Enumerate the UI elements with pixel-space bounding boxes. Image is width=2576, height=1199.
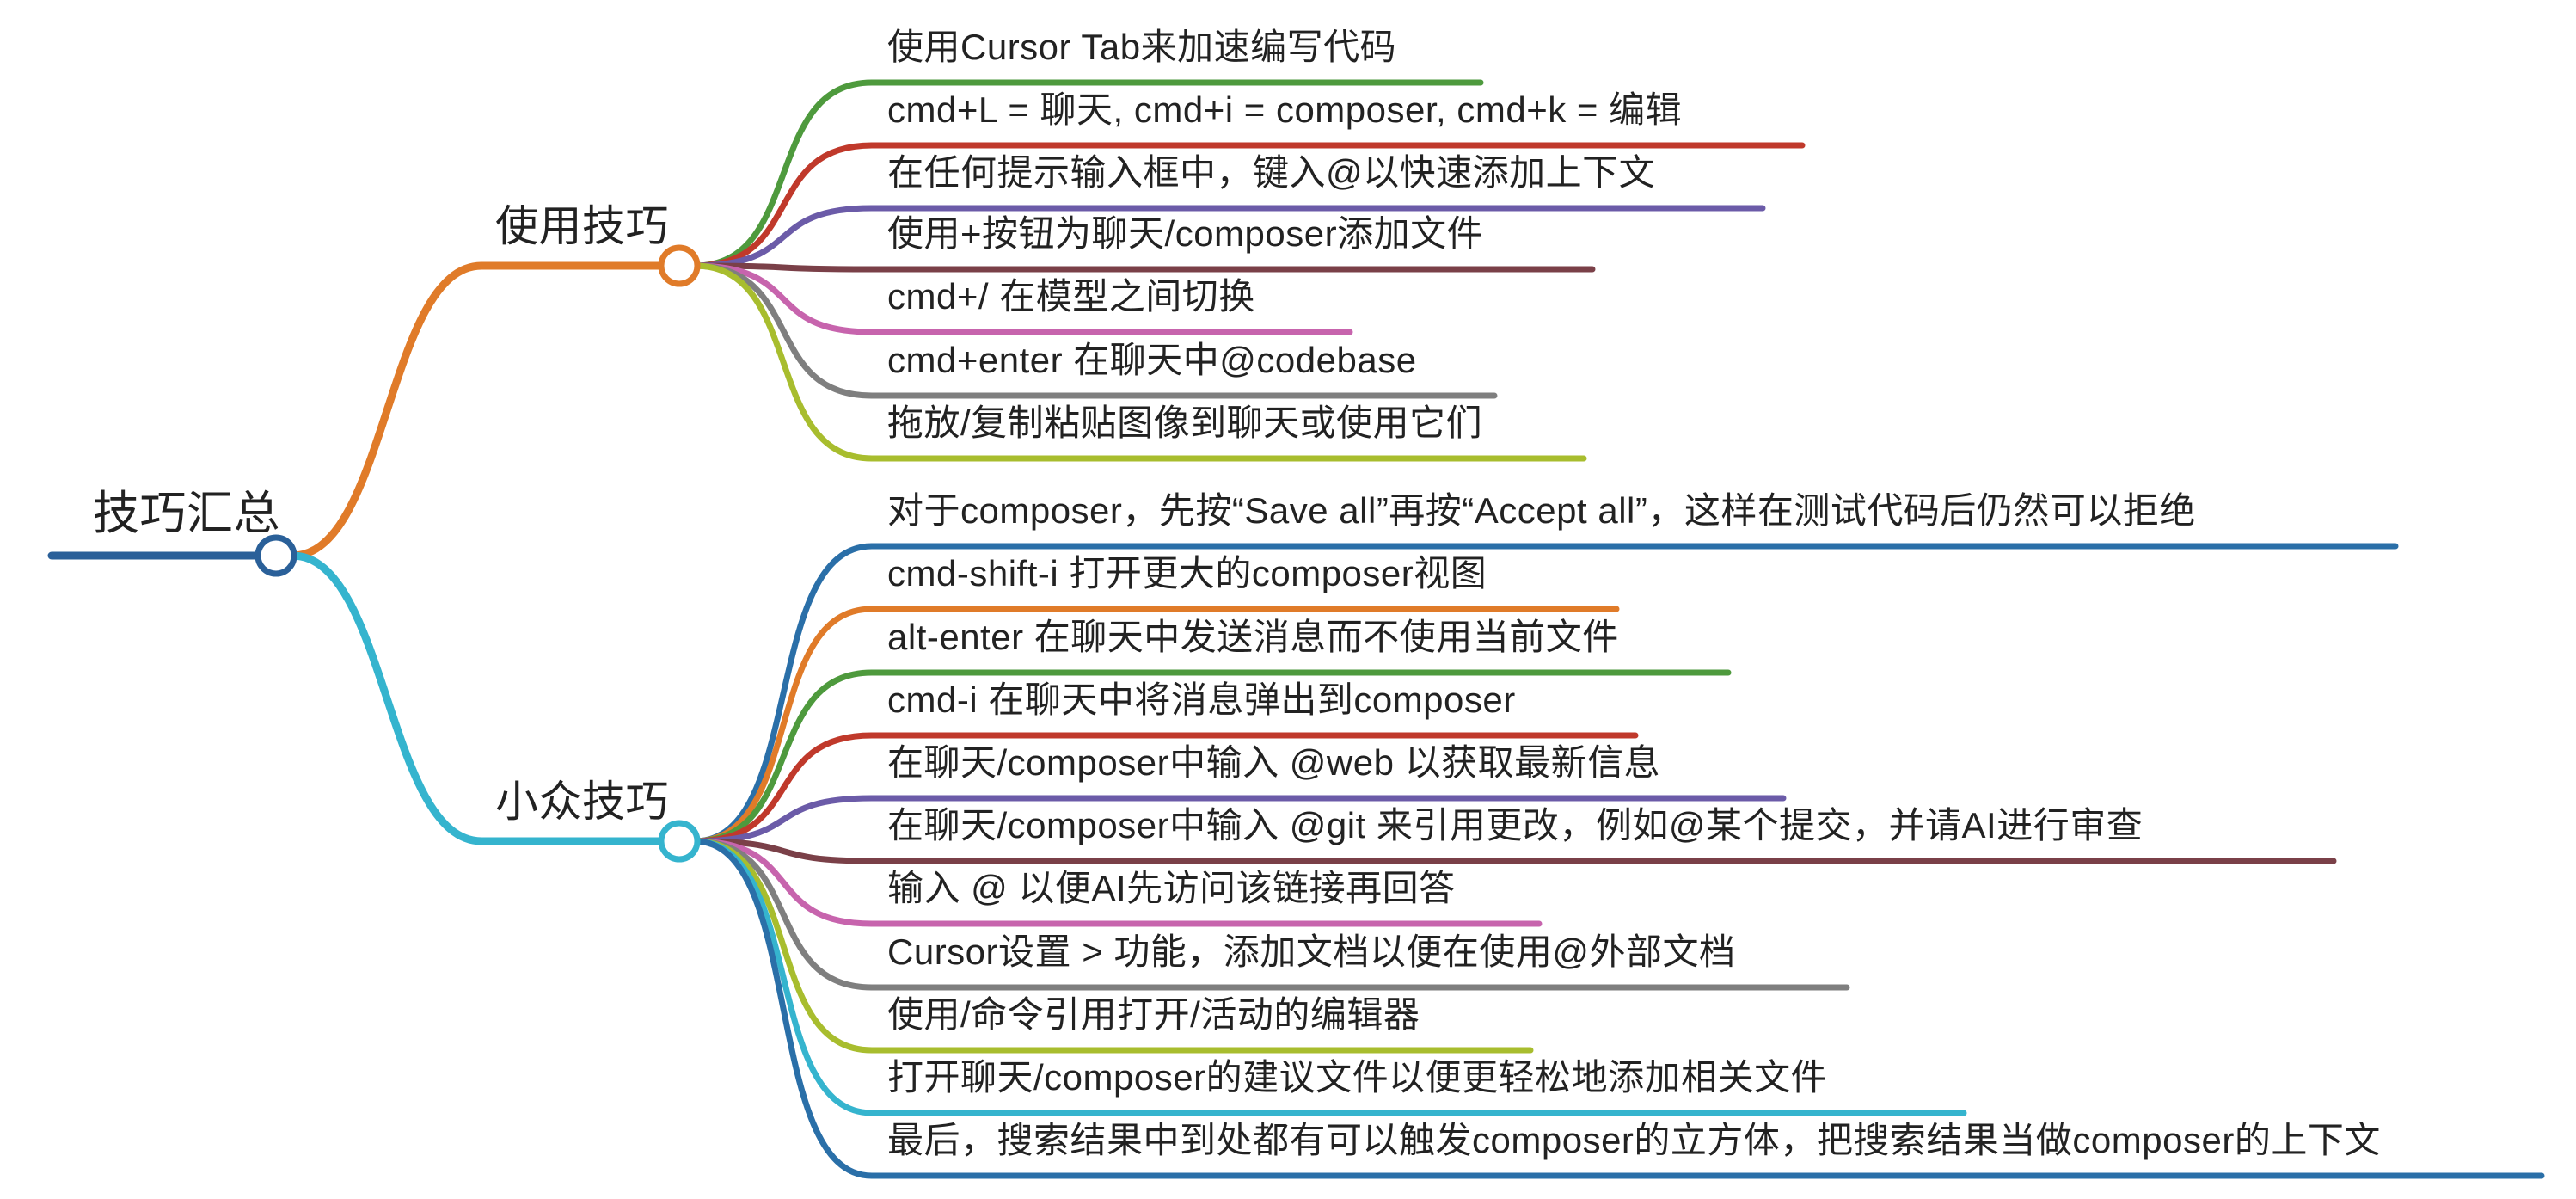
- leaf-label-0-2: 在任何提示输入框中，键入@以快速添加上下文: [887, 152, 1656, 193]
- leaf-label-0-3: 使用+按钮为聊天/composer添加文件: [887, 213, 1484, 254]
- branch-node-label-1: 小众技巧: [495, 778, 669, 826]
- edge-branch-0-leaf-1: [691, 142, 875, 269]
- leaf-label-0-5: cmd+enter 在聊天中@codebase: [887, 340, 1417, 380]
- root-node-label: 技巧汇总: [93, 488, 280, 539]
- leaf-label-0-1: cmd+L = 聊天, cmd+i = composer, cmd+k = 编辑: [887, 89, 1683, 130]
- nodes-layer: [255, 244, 701, 863]
- branch-node-label-0: 使用技巧: [495, 202, 669, 250]
- leaf-label-1-10: 最后，搜索结果中到处都有可以触发composer的立方体，把搜索结果当做comp…: [887, 1120, 2381, 1160]
- branch-node-circle-0[interactable]: [658, 244, 701, 287]
- leaf-label-1-7: Cursor设置 > 功能，添加文档以便在使用@外部文档: [887, 932, 1736, 972]
- leaf-label-1-8: 使用/命令引用打开/活动的编辑器: [887, 994, 1420, 1035]
- edge-branch-0-leaf-6: [691, 262, 875, 462]
- leaf-label-1-0: 对于composer，先按“Save all”再按“Accept all”，这样…: [887, 490, 2196, 531]
- edge-branch-1-leaf-10: [691, 838, 875, 1179]
- edge-branch-1-leaf-3: [691, 732, 875, 845]
- leaf-label-1-5: 在聊天/composer中输入 @git 来引用更改，例如@某个提交，并请AI进…: [887, 805, 2144, 845]
- edges-layer: [47, 79, 2545, 1179]
- leaf-label-1-6: 输入 @ 以便AI先访问该链接再回答: [887, 868, 1456, 908]
- leaf-label-1-4: 在聊天/composer中输入 @web 以获取最新信息: [887, 742, 1661, 783]
- leaf-label-0-6: 拖放/复制粘贴图像到聊天或使用它们: [887, 403, 1483, 443]
- edge-branch-1-leaf-4: [691, 795, 875, 845]
- leaf-label-1-9: 打开聊天/composer的建议文件以便更轻松地添加相关文件: [887, 1057, 1828, 1098]
- edge-branch-0-leaf-2: [691, 205, 875, 269]
- leaf-label-1-3: cmd-i 在聊天中将消息弹出到composer: [887, 679, 1516, 720]
- leaf-label-0-0: 使用Cursor Tab来加速编写代码: [887, 27, 1397, 67]
- edge-branch-1-leaf-1: [691, 606, 875, 845]
- leaf-label-1-2: alt-enter 在聊天中发送消息而不使用当前文件: [887, 617, 1619, 657]
- edge-root-to-branch-1: [288, 551, 486, 845]
- leaf-label-0-4: cmd+/ 在模型之间切换: [887, 276, 1255, 317]
- edge-root-to-branch-0: [288, 261, 486, 560]
- leaf-label-1-1: cmd-shift-i 打开更大的composer视图: [887, 553, 1487, 593]
- edge-branch-0-leaf-4: [691, 262, 875, 335]
- root-node-circle[interactable]: [255, 534, 297, 577]
- branch-node-circle-1[interactable]: [658, 820, 701, 863]
